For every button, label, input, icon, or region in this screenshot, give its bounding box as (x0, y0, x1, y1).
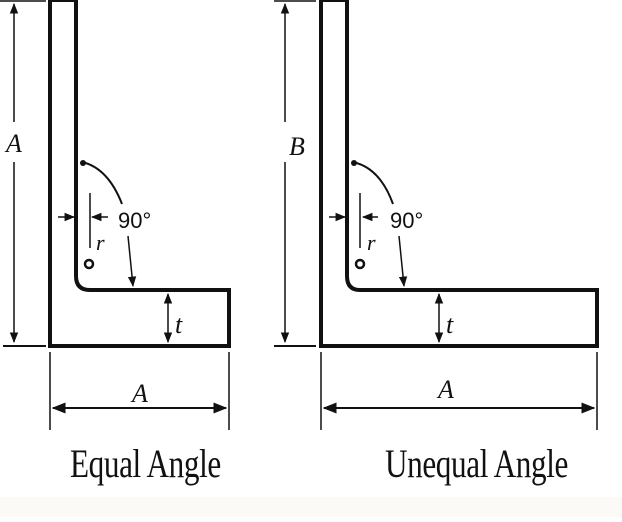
unequal-thickness-label: t (446, 310, 454, 339)
equal-angle-figure: A A t r 90° (0, 0, 231, 430)
equal-angle-label: 90° (118, 208, 151, 233)
equal-radius-center (83, 258, 95, 270)
footer-band (0, 497, 622, 517)
unequal-horizontal-dim-label: A (436, 375, 454, 404)
equal-horizontal-dim-label: A (130, 379, 148, 408)
unequal-vertical-dim-label: B (289, 132, 305, 161)
equal-thickness-label: t (175, 310, 183, 339)
unequal-angle-label: 90° (390, 208, 423, 233)
unequal-angle-caption: Unequal Angle (385, 441, 568, 486)
equal-radius-label: r (96, 230, 105, 255)
equal-vertical-dim-label: A (4, 129, 22, 158)
unequal-radius-label: r (367, 230, 376, 255)
unequal-radius-center (354, 258, 366, 270)
unequal-angle-figure: B A t r 90° (274, 0, 599, 430)
unequal-angle-profile (319, 0, 599, 348)
equal-angle-profile (48, 0, 231, 348)
equal-angle-caption: Equal Angle (70, 441, 221, 486)
